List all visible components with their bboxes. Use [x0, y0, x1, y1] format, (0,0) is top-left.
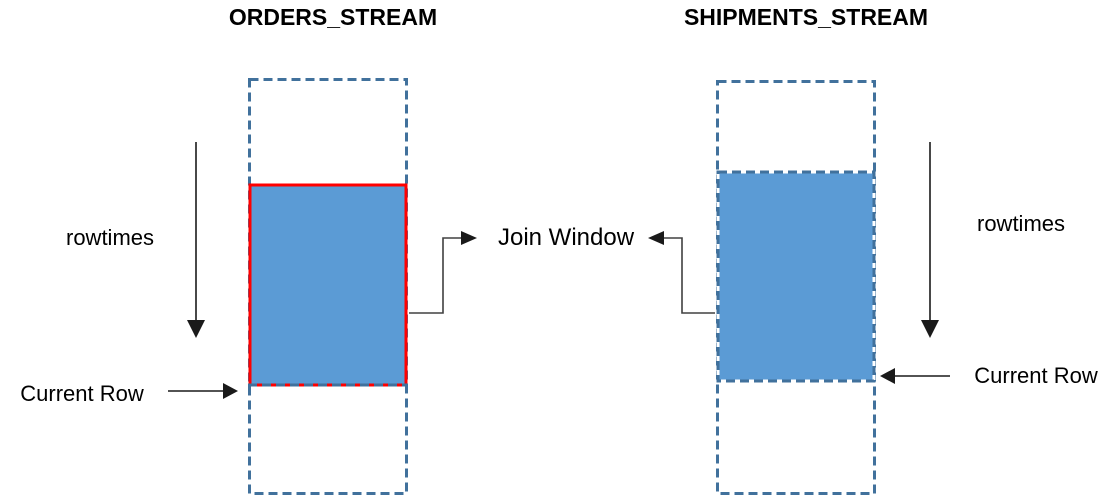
current-row-arrow-left-icon	[168, 383, 238, 399]
join-window-connector-left-icon	[409, 231, 477, 314]
shipments-stream-title: SHIPMENTS_STREAM	[683, 4, 929, 30]
shipments-join-window-box	[716, 170, 876, 383]
join-window-connector-right-icon	[648, 231, 715, 314]
shipments-join-window-dashed-border	[716, 170, 876, 383]
current-row-arrow-right-icon	[880, 368, 950, 384]
rowtimes-label-right: rowtimes	[976, 211, 1066, 236]
down-arrow-head	[921, 320, 939, 338]
orders-stream-title: ORDERS_STREAM	[228, 4, 438, 30]
left-arrow-head	[880, 368, 895, 384]
current-row-label-right: Current Row	[974, 363, 1098, 388]
shipments-join-window-fill	[718, 172, 874, 381]
current-row-label-left: Current Row	[20, 381, 144, 406]
rowtimes-arrow-right-icon	[921, 142, 939, 338]
right-arrow-head	[223, 383, 238, 399]
elbow-connector-line	[409, 237, 461, 314]
orders-join-window-red-border	[248, 183, 408, 387]
rowtimes-arrow-left-icon	[187, 142, 205, 338]
orders-join-window-box	[248, 183, 408, 387]
elbow-connector-line	[664, 237, 715, 314]
join-window-label: Join Window	[497, 224, 635, 251]
down-arrow-head	[187, 320, 205, 338]
right-arrow-head	[461, 231, 477, 245]
rowtimes-label-left: rowtimes	[65, 225, 155, 250]
left-arrow-head	[648, 231, 664, 245]
orders-join-window-fill	[250, 185, 406, 385]
